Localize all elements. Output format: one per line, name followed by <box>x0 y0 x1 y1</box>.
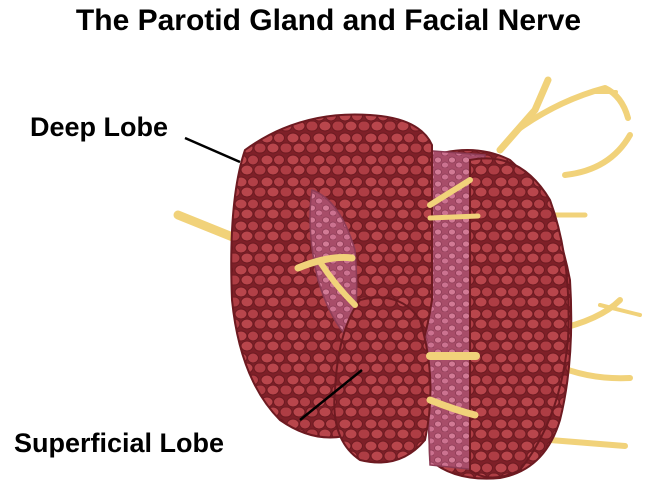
nerve-crossing-upper <box>430 216 478 218</box>
deep-lobe-label: Deep Lobe <box>30 112 168 143</box>
nerve-branch-left <box>178 215 240 240</box>
deep-lobe-leader <box>185 138 240 162</box>
superficial-lobe-label: Superficial Lobe <box>14 428 224 459</box>
parotid-gland <box>231 114 571 478</box>
nerve-branch-bottom <box>550 440 625 446</box>
nerve-branch-upper-loop <box>565 135 630 175</box>
